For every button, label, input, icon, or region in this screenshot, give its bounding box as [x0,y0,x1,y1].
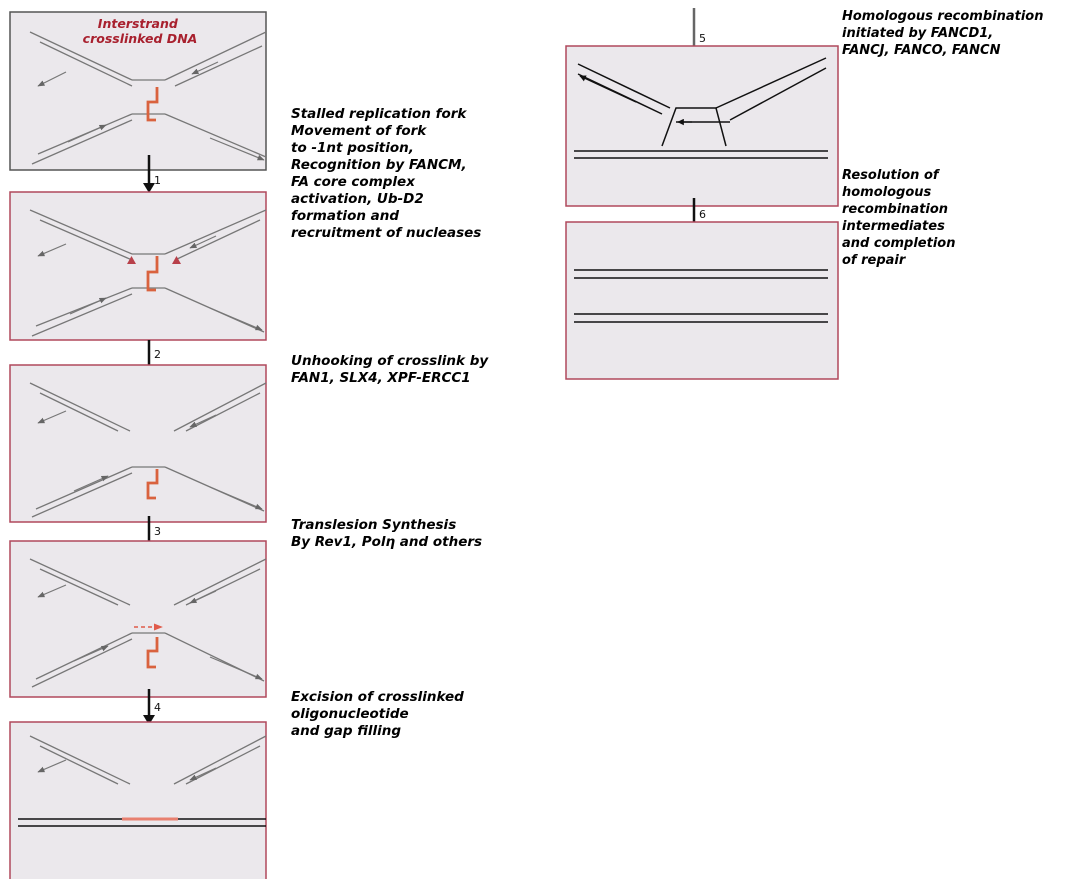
panel-title-line-2: crosslinked DNA [83,31,198,46]
step-5-caption: Homologous recombination initiated by FA… [842,8,1044,59]
caption-line: Homologous recombination [842,9,1044,24]
crosslink-icon [146,637,159,669]
step-6-caption: Resolution of homologous recombination i… [842,167,955,269]
caption-line: Unhooking of crosslink by [291,353,489,369]
panel-1-stalled-fork [9,191,267,341]
caption-line: oligonucleotide [291,706,409,722]
panel-6-frame [565,221,839,380]
step-1-number: 1 [154,174,161,187]
step-3-caption: Translesion Synthesis By Rev1, Polη and … [291,517,482,551]
caption-line: homologous [842,185,932,200]
crosslink-icon [146,469,159,500]
caption-line: formation and [291,208,400,224]
caption-line: Excision of crosslinked [291,689,464,705]
step-4-arrow [143,689,155,725]
crosslink-icon [146,87,159,122]
panel-2-unhooking [9,364,267,523]
caption-line: By Rev1, Polη and others [291,534,483,550]
caption-line: intermediates [842,219,945,234]
nuclease-marker-right [172,256,181,264]
caption-line: of repair [842,253,906,268]
panel-title-line-1: Interstrand [98,16,179,31]
step-4-caption: Excision of crosslinked oligonucleotide … [291,689,464,740]
panel-4-frame [9,721,267,879]
caption-line: and gap filling [291,723,402,739]
step-5-number: 5 [699,32,706,45]
step-1-arrow [143,155,155,193]
caption-line: FAN1, SLX4, XPF-ERCC1 [291,370,471,386]
caption-line: initiated by FANCD1, [842,26,994,41]
caption-line: Resolution of [842,168,939,183]
crosslink-icon [146,256,159,292]
panel-2-frame [9,364,267,523]
panel-5-frame [565,45,839,207]
caption-line: activation, Ub-D2 [291,191,424,207]
caption-line: Movement of fork [291,123,427,139]
panel-6-resolution [565,221,839,380]
step-2-caption: Unhooking of crosslink by FAN1, SLX4, XP… [291,353,488,387]
panel-0-crosslinked-dna [9,11,267,171]
caption-line: recruitment of nucleases [291,225,482,241]
caption-line: FA core complex [291,174,415,190]
caption-line: and completion [842,236,956,251]
step-4-number: 4 [154,701,161,714]
step-3-number: 3 [154,525,161,538]
caption-line: to -1nt position, [291,140,414,156]
panel-title: Interstrand crosslinked DNA [83,16,198,46]
step-2-number: 2 [154,348,161,361]
caption-line: recombination [842,202,949,217]
step-6-number: 6 [699,208,706,221]
caption-line: FANCJ, FANCO, FANCN [842,43,1001,58]
panel-1-frame [9,191,267,341]
step-1-caption: Stalled replication fork Movement of for… [291,106,481,242]
caption-line: Stalled replication fork [291,106,467,122]
nuclease-marker-left [127,256,136,264]
panel-5-recombination [565,45,839,207]
caption-line: Recognition by FANCM, [291,157,467,173]
caption-line: Translesion Synthesis [291,517,457,533]
panel-3-translesion [9,540,267,698]
panel-4-excision [9,721,267,879]
